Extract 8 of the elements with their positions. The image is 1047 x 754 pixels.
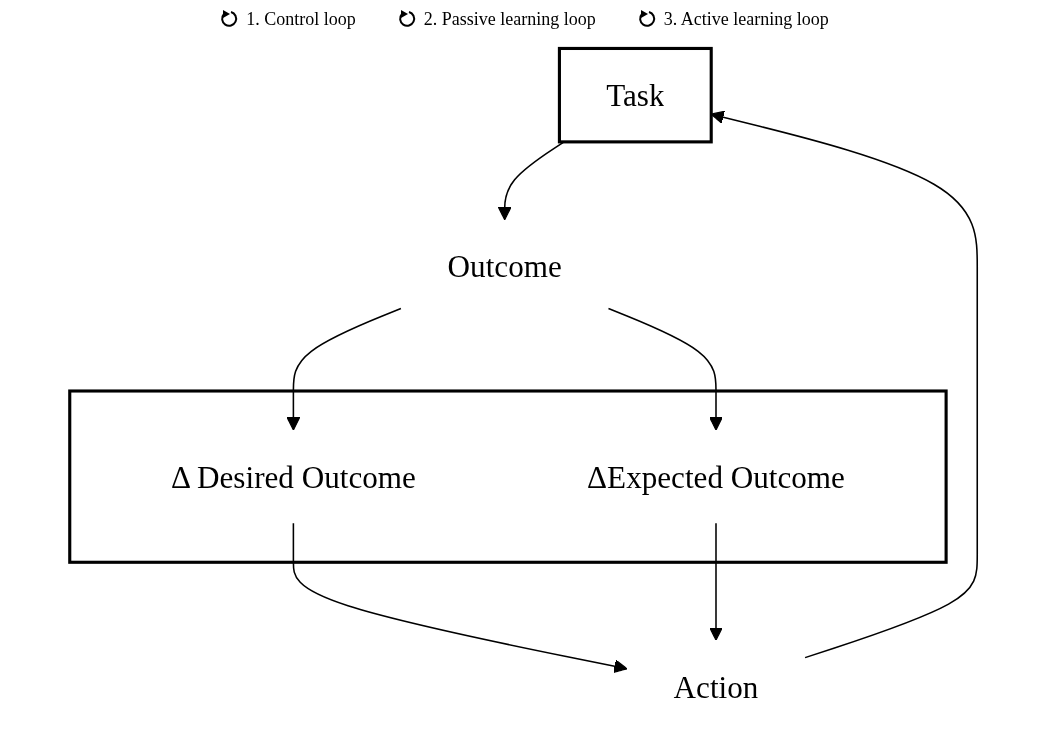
text-label: Δ Desired Outcome: [170, 459, 416, 494]
process-box: Task: [557, 46, 713, 144]
loop-label: 1. Control loop: [246, 8, 356, 30]
loop-label: 2. Passive learning loop: [423, 8, 596, 30]
text-label: Outcome: [447, 249, 562, 284]
text-label: Action: [673, 669, 759, 704]
loop-label: 3. Active learning loop: [663, 8, 829, 30]
text-label: ΔExpected Outcome: [587, 459, 845, 494]
